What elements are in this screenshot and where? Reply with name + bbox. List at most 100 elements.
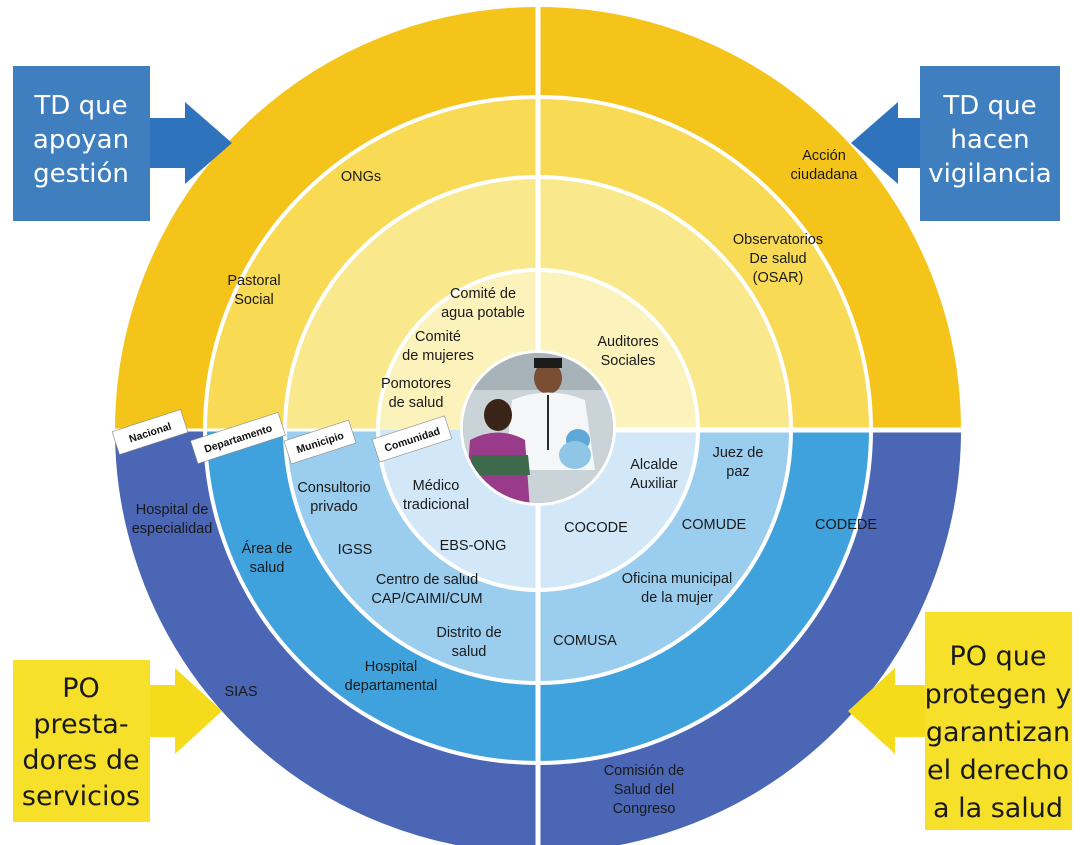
corner-box-bottom-right-text-line: protegen y <box>925 679 1072 710</box>
label-igss-line: IGSS <box>338 542 373 558</box>
label-ongs: ONGs <box>341 169 381 185</box>
arrow-top-left <box>150 102 232 184</box>
label-hospital-especialidad-line: Hospital de <box>136 502 209 518</box>
label-hospital-departamental: Hospital departamental <box>345 659 438 694</box>
label-oficina-mujer: Oficina municipal de la mujer <box>622 571 732 606</box>
label-observatorios-line: Observatorios <box>733 232 823 248</box>
level-tag-comunidad: Comunidad <box>371 415 453 463</box>
label-comusa-line: COMUSA <box>553 633 617 649</box>
label-comite-mujeres: Comité de mujeres <box>402 329 474 364</box>
label-comite-agua: Comité de agua potable <box>441 286 525 321</box>
label-observatorios-line: (OSAR) <box>753 270 804 286</box>
label-comude-line: COMUDE <box>682 517 747 533</box>
label-medico-line: tradicional <box>403 497 469 513</box>
label-distrito-line: salud <box>452 644 487 660</box>
corner-box-top-right: TD que hacen vigilancia <box>920 66 1060 221</box>
corner-box-top-right-text-line: TD que <box>942 91 1036 121</box>
label-observatorios-line: De salud <box>749 251 806 267</box>
label-accion-ciudadana-line: Acción <box>802 148 846 164</box>
label-codede: CODEDE <box>815 517 877 533</box>
label-auditores-line: Auditores <box>597 334 658 350</box>
label-comusa: COMUSA <box>553 633 617 649</box>
label-igss: IGSS <box>338 542 373 558</box>
corner-box-top-left-text-line: gestión <box>33 159 129 189</box>
label-hospital-departamental-line: departamental <box>345 678 438 694</box>
label-comision-line: Comisión de <box>604 763 685 779</box>
arrow-bottom-right <box>848 668 930 754</box>
label-accion-ciudadana-line: ciudadana <box>791 167 859 183</box>
label-area-salud-line: Área de <box>242 540 293 557</box>
label-cocode: COCODE <box>564 520 628 536</box>
label-sias: SIAS <box>224 684 257 700</box>
arrow-bottom-left <box>150 668 222 754</box>
label-comite-agua-line: Comité de <box>450 286 516 302</box>
label-centro-salud-line: CAP/CAIMI/CUM <box>371 591 482 607</box>
center-photo <box>460 350 616 506</box>
label-oficina-mujer-line: de la mujer <box>641 590 713 606</box>
label-ebs-ong-line: EBS-ONG <box>440 538 507 554</box>
label-promotores-line: Pomotores <box>381 376 451 392</box>
label-comite-mujeres-line: Comité <box>415 329 461 345</box>
label-comite-agua-line: agua potable <box>441 305 525 321</box>
corner-box-bottom-right-text-line: garantizan <box>926 717 1070 748</box>
label-distrito: Distrito de salud <box>436 625 501 660</box>
label-ongs-line: ONGs <box>341 169 381 185</box>
label-oficina-mujer-line: Oficina municipal <box>622 571 732 587</box>
corner-box-top-left: TD que apoyan gestión <box>13 66 150 221</box>
label-observatorios: Observatorios De salud (OSAR) <box>733 232 823 286</box>
label-consultorio: Consultorio privado <box>297 480 370 515</box>
label-alcalde-line: Alcalde <box>630 457 678 473</box>
arrow-top-right <box>851 102 930 184</box>
label-comite-mujeres-line: de mujeres <box>402 348 474 364</box>
label-alcalde-line: Auxiliar <box>630 476 678 492</box>
label-accion-ciudadana: Acción ciudadana <box>791 148 859 183</box>
label-auditores-line: Sociales <box>601 353 656 369</box>
arrows <box>150 102 930 754</box>
label-juez-line: Juez de <box>713 445 764 461</box>
label-medico-line: Médico <box>413 478 460 494</box>
label-centro-salud-line: Centro de salud <box>376 572 478 588</box>
label-hospital-especialidad-line: especialidad <box>132 521 213 537</box>
label-area-salud-line: salud <box>250 560 285 576</box>
label-consultorio-line: Consultorio <box>297 480 370 496</box>
label-medico: Médico tradicional <box>403 478 469 513</box>
corner-box-top-left-text: TD que apoyan gestión <box>33 91 129 189</box>
corner-box-bottom-left-text-line: dores de <box>22 745 139 776</box>
label-comude: COMUDE <box>682 517 747 533</box>
label-distrito-line: Distrito de <box>436 625 501 641</box>
label-consultorio-line: privado <box>310 499 358 515</box>
label-codede-line: CODEDE <box>815 517 877 533</box>
corner-box-bottom-left-text-line: presta- <box>33 709 128 740</box>
corner-box-bottom-right-text-line: PO que <box>950 641 1047 672</box>
label-juez-line: paz <box>726 464 749 480</box>
corner-box-top-left-text-line: apoyan <box>33 125 129 155</box>
corner-box-top-right-text-line: vigilancia <box>928 159 1051 189</box>
label-ebs-ong: EBS-ONG <box>440 538 507 554</box>
corner-box-top-right-text: TD que hacen vigilancia <box>928 91 1051 189</box>
label-area-salud: Área de salud <box>242 540 293 576</box>
label-pastoral-social-line: Pastoral <box>227 273 280 289</box>
label-hospital-departamental-line: Hospital <box>365 659 417 675</box>
label-juez: Juez de paz <box>713 445 764 480</box>
corner-box-top-left-text-line: TD que <box>33 91 127 121</box>
label-comision-line: Congreso <box>613 801 676 817</box>
label-sias-line: SIAS <box>224 684 257 700</box>
label-cocode-line: COCODE <box>564 520 628 536</box>
label-hospital-especialidad: Hospital de especialidad <box>132 502 213 537</box>
corner-box-top-right-text-line: hacen <box>950 125 1029 155</box>
label-pastoral-social-line: Social <box>234 292 274 308</box>
label-comision-line: Salud del <box>614 782 674 798</box>
corner-box-bottom-right-text-line: el derecho <box>927 755 1069 786</box>
